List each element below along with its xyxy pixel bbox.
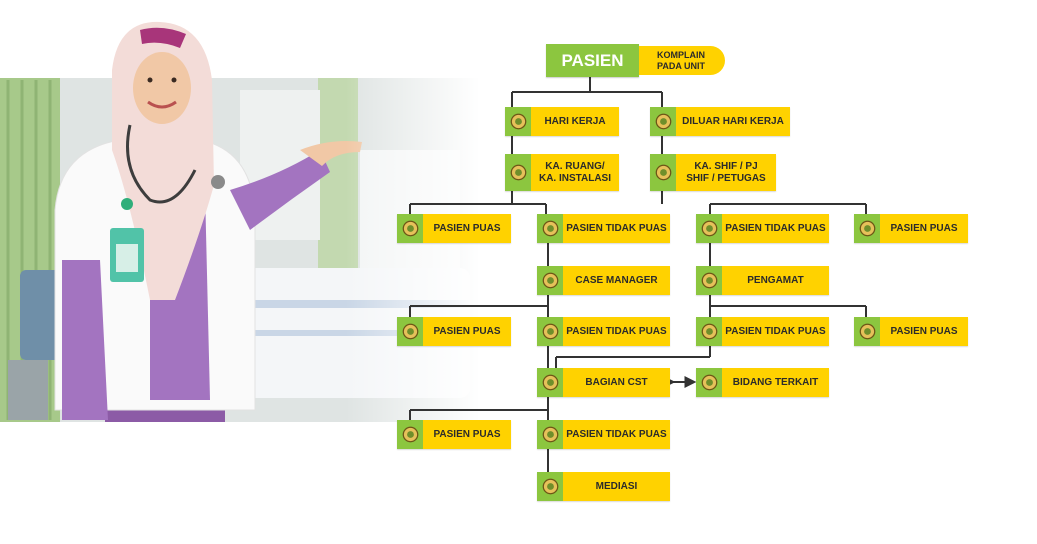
node-pasien-puas-l2: PASIEN PUAS [397,317,511,346]
node-pasien-tidak-puas-l3: PASIEN TIDAK PUAS [537,420,670,449]
node-label: PENGAMAT [747,274,804,286]
hospital-emblem-icon [854,317,880,346]
ka-ruang-line1: KA. RUANG/ [545,160,605,172]
node-pasien-puas-r1: PASIEN PUAS [854,214,968,243]
node-label: PASIEN TIDAK PUAS [566,325,667,337]
node-label: PASIEN PUAS [433,428,501,440]
hospital-emblem-icon [650,154,676,191]
node-case-manager: CASE MANAGER [537,266,670,295]
node-label: BIDANG TERKAIT [732,376,819,388]
node-label: PASIEN PUAS [890,222,958,234]
node-label: PASIEN PUAS [433,222,501,234]
ka-shif-line1: KA. SHIF / PJ [694,160,758,172]
hospital-emblem-icon [537,317,563,346]
node-label: PASIEN TIDAK PUAS [566,428,667,440]
node-ka-ruang: KA. RUANG/ KA. INSTALASI [505,154,619,191]
komplain-note-line2: PADA UNIT [657,60,705,71]
hospital-emblem-icon [650,107,676,136]
hospital-emblem-icon [537,368,563,397]
hospital-emblem-icon [505,154,531,191]
hospital-emblem-icon [537,266,563,295]
node-label: KA. RUANG/ KA. INSTALASI [531,154,619,191]
node-hari-kerja: HARI KERJA [505,107,619,136]
hospital-emblem-icon [854,214,880,243]
hospital-emblem-icon [397,214,423,243]
komplain-note-line1: KOMPLAIN [657,49,705,60]
hospital-emblem-icon [397,420,423,449]
node-pasien-puas-r2: PASIEN PUAS [854,317,968,346]
doctor-photo [0,0,480,430]
node-label: PASIEN TIDAK PUAS [566,222,667,234]
hospital-emblem-icon [696,214,722,243]
hospital-emblem-icon [397,317,423,346]
pasien-root-node: PASIEN [546,44,639,77]
node-bidang-terkait: BIDANG TERKAIT [696,368,829,397]
node-label: PASIEN TIDAK PUAS [725,325,826,337]
node-mediasi: MEDIASI [537,472,670,501]
node-label: PASIEN PUAS [890,325,958,337]
node-label: CASE MANAGER [575,274,658,286]
node-label: PASIEN PUAS [433,325,501,337]
connector-lines [409,77,867,472]
hospital-emblem-icon [505,107,531,136]
hospital-emblem-icon [537,472,563,501]
hospital-emblem-icon [537,420,563,449]
node-pasien-tidak-puas-r1: PASIEN TIDAK PUAS [696,214,829,243]
node-pasien-tidak-puas-r2: PASIEN TIDAK PUAS [696,317,829,346]
node-label: BAGIAN CST [585,376,648,388]
node-diluar-hari-kerja: DILUAR HARI KERJA [650,107,790,136]
hospital-emblem-icon [696,368,722,397]
node-label: KA. SHIF / PJ SHIF / PETUGAS [676,154,776,191]
node-label: DILUAR HARI KERJA [682,115,784,127]
ka-ruang-line2: KA. INSTALASI [538,172,612,184]
hospital-emblem-icon [696,266,722,295]
node-pasien-tidak-puas-l2: PASIEN TIDAK PUAS [537,317,670,346]
hospital-emblem-icon [696,317,722,346]
node-pasien-puas-l1: PASIEN PUAS [397,214,511,243]
hospital-emblem-icon [537,214,563,243]
node-ka-shif: KA. SHIF / PJ SHIF / PETUGAS [650,154,776,191]
ka-shif-line2: SHIF / PETUGAS [686,172,766,184]
node-pengamat: PENGAMAT [696,266,829,295]
node-label: HARI KERJA [544,115,606,127]
node-label: PASIEN TIDAK PUAS [725,222,826,234]
node-label: MEDIASI [595,480,638,492]
node-pasien-tidak-puas-l1: PASIEN TIDAK PUAS [537,214,670,243]
node-bagian-cst: BAGIAN CST [537,368,670,397]
komplain-note: KOMPLAIN PADA UNIT [639,46,725,75]
node-pasien-puas-l3: PASIEN PUAS [397,420,511,449]
